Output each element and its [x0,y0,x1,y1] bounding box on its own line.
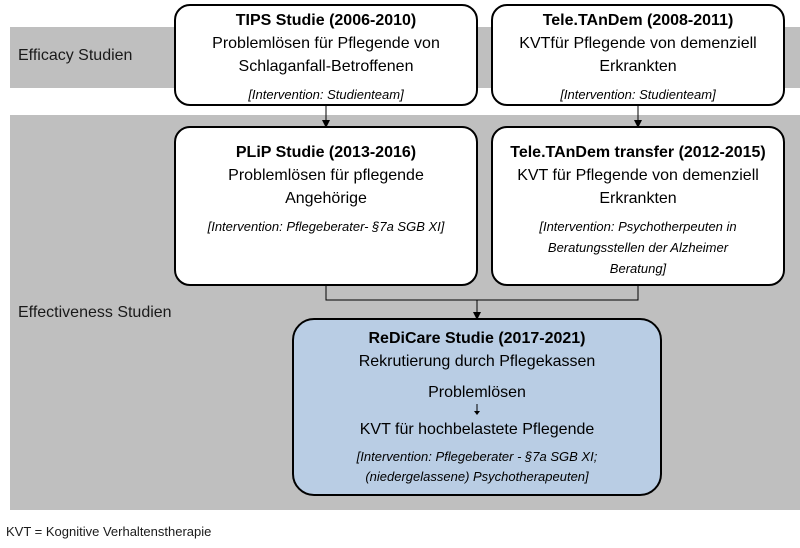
teletransfer-line1: KVT für Pflegende von demenziell [517,167,759,184]
tips-line2: Schlaganfall-Betroffenen [238,58,414,75]
redicare-line2: Problemlösen [428,384,526,401]
tips-title: TIPS Studie (2006-2010) [235,12,417,29]
redicare-study-box: ReDiCare Studie (2017-2021) Rekrutierung… [292,318,662,496]
teletandem-line2: Erkrankten [599,58,677,75]
redicare-note: [Intervention: Pflegeberater - §7a SGB X… [357,447,598,487]
efficacy-label: Efficacy Studien [18,47,133,64]
tips-line1: Problemlösen für Pflegende von [212,35,440,52]
effectiveness-label: Effectiveness Studien [18,304,172,321]
teletransfer-note-line3: Beratung] [609,261,667,276]
teletransfer-line2: Erkrankten [599,190,677,207]
teletransfer-note-line2: Beratungsstellen der Alzheimer [547,240,729,255]
teletandem-title: Tele.TAnDem (2008-2011) [542,12,734,29]
redicare-note-line1: [Intervention: Pflegeberater - §7a SGB X… [356,449,598,464]
plip-title: PLiP Studie (2013-2016) [235,144,417,161]
redicare-line1: Rekrutierung durch Pflegekassen [358,353,596,370]
plip-line2: Angehörige [285,190,367,207]
teletandem-study-box: Tele.TAnDem (2008-2011) KVTfür Pflegende… [491,4,785,106]
plip-line1: Problemlösen für pflegende [228,167,424,184]
teletandem-transfer-study-box: Tele.TAnDem transfer (2012-2015) KVT für… [491,126,785,286]
plip-study-box: PLiP Studie (2013-2016) Problemlösen für… [174,126,478,286]
tips-study-box: TIPS Studie (2006-2010) Problemlösen für… [174,4,478,106]
teletandem-note: [Intervention: Studienteam] [560,87,716,102]
redicare-title: ReDiCare Studie (2017-2021) [368,330,586,347]
redicare-line3: KVT für hochbelastete Pflegende [359,421,595,438]
tips-note: [Intervention: Studienteam] [248,87,404,102]
teletransfer-note-line1: [Intervention: Psychotherpeuten in [539,219,737,234]
down-arrow-icon [474,404,480,415]
footnote: KVT = Kognitive Verhaltenstherapie [6,524,212,539]
plip-note: [Intervention: Pflegeberater- §7a SGB XI… [207,219,445,234]
teletandem-line1: KVTfür Pflegende von demenziell [519,35,757,52]
teletransfer-note: [Intervention: Psychotherpeuten in Berat… [539,216,736,279]
teletransfer-title: Tele.TAnDem transfer (2012-2015) [510,144,766,161]
redicare-note-line2: (niedergelassene) Psychotherapeuten] [365,469,589,484]
